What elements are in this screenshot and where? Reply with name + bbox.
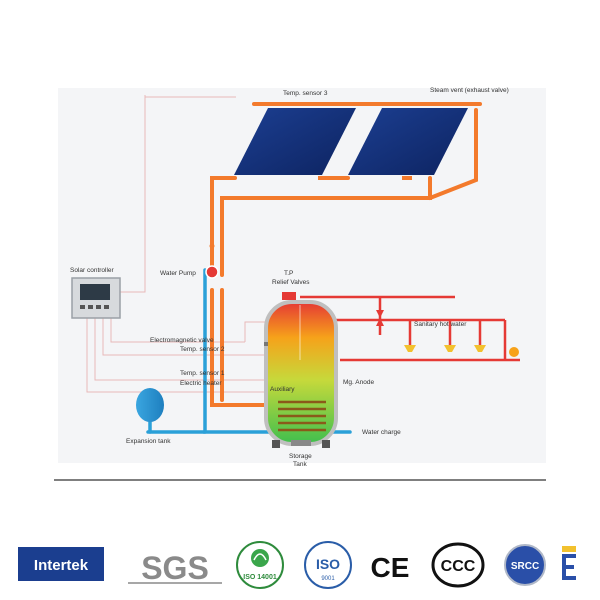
tp-relief-valve (282, 292, 296, 300)
e-mark-logo (562, 546, 576, 580)
temp-sensor-2-label: Temp. sensor 2 (180, 346, 225, 353)
intertek-logo: Intertek (18, 547, 104, 581)
water-pump-label: Water Pump (160, 270, 196, 277)
iso-14001-text: ISO 14001 (243, 574, 277, 581)
tank-label: Tank (293, 461, 307, 468)
ccc-text: CCC (441, 558, 476, 575)
controller-screen (80, 284, 110, 300)
certification-logos: Intertek SGS ISO 14001 ISO 9001 CE CCC (18, 541, 576, 589)
expansion-tank (136, 388, 164, 422)
ccc-logo: CCC (431, 542, 485, 588)
tp-label: T.P (284, 270, 293, 277)
electromagnetic-valve-label: Electromagnetic valve (150, 337, 214, 344)
tap-icon (474, 345, 486, 352)
sgs-text: SGS (141, 550, 209, 586)
valve-icon (209, 243, 215, 249)
temp-sensor-3-label: Temp. sensor 3 (283, 90, 328, 97)
expansion-tank-label: Expansion tank (126, 438, 171, 445)
iso-9001-logo: ISO 9001 (304, 541, 352, 589)
solar-panel-right (348, 108, 468, 175)
storage-tank (264, 300, 338, 448)
electric-heater-label: Electric heater (180, 380, 222, 387)
water-pump-icon (205, 265, 219, 279)
sanitary-hot-water-label: Sanitary hot water (414, 321, 467, 328)
auxiliary-label: Auxiliary (270, 386, 295, 393)
relief-valves-label: Relief Valves (272, 279, 310, 286)
iso-9001-text: ISO (316, 556, 340, 572)
sanitary-hot-water-pipes (300, 295, 520, 362)
storage-label: Storage (289, 453, 312, 460)
sensor-wiring (86, 95, 270, 393)
solar-controller-label: Solar controller (70, 267, 115, 274)
intertek-text: Intertek (34, 557, 89, 574)
solar-controller (71, 277, 121, 319)
heat-exchanger-coil (278, 400, 326, 432)
iso-9001-sub-text: 9001 (321, 576, 335, 582)
solar-collectors (234, 108, 468, 175)
sensor-markers (292, 102, 412, 180)
hot-water-pipes (210, 102, 482, 407)
srcc-logo: SRCC (504, 544, 546, 586)
ce-mark: CE (371, 552, 410, 583)
pressure-valve-icon (509, 347, 519, 357)
iso-14001-logo: ISO 14001 (236, 541, 284, 589)
sgs-logo: SGS (128, 550, 222, 586)
steam-vent-label: Steam vent (exhaust valve) (430, 87, 509, 94)
relief-valve-icon (376, 310, 384, 326)
tap-icon (444, 345, 456, 352)
solar-panel-left (234, 108, 356, 175)
srcc-text: SRCC (511, 561, 539, 572)
temp-sensor-1-label: Temp. sensor 1 (180, 370, 225, 377)
hot-water-taps (404, 345, 486, 352)
water-charge-label: Water charge (362, 429, 401, 436)
mg-anode-label: Mg. Anode (343, 379, 374, 386)
tap-icon (404, 345, 416, 352)
